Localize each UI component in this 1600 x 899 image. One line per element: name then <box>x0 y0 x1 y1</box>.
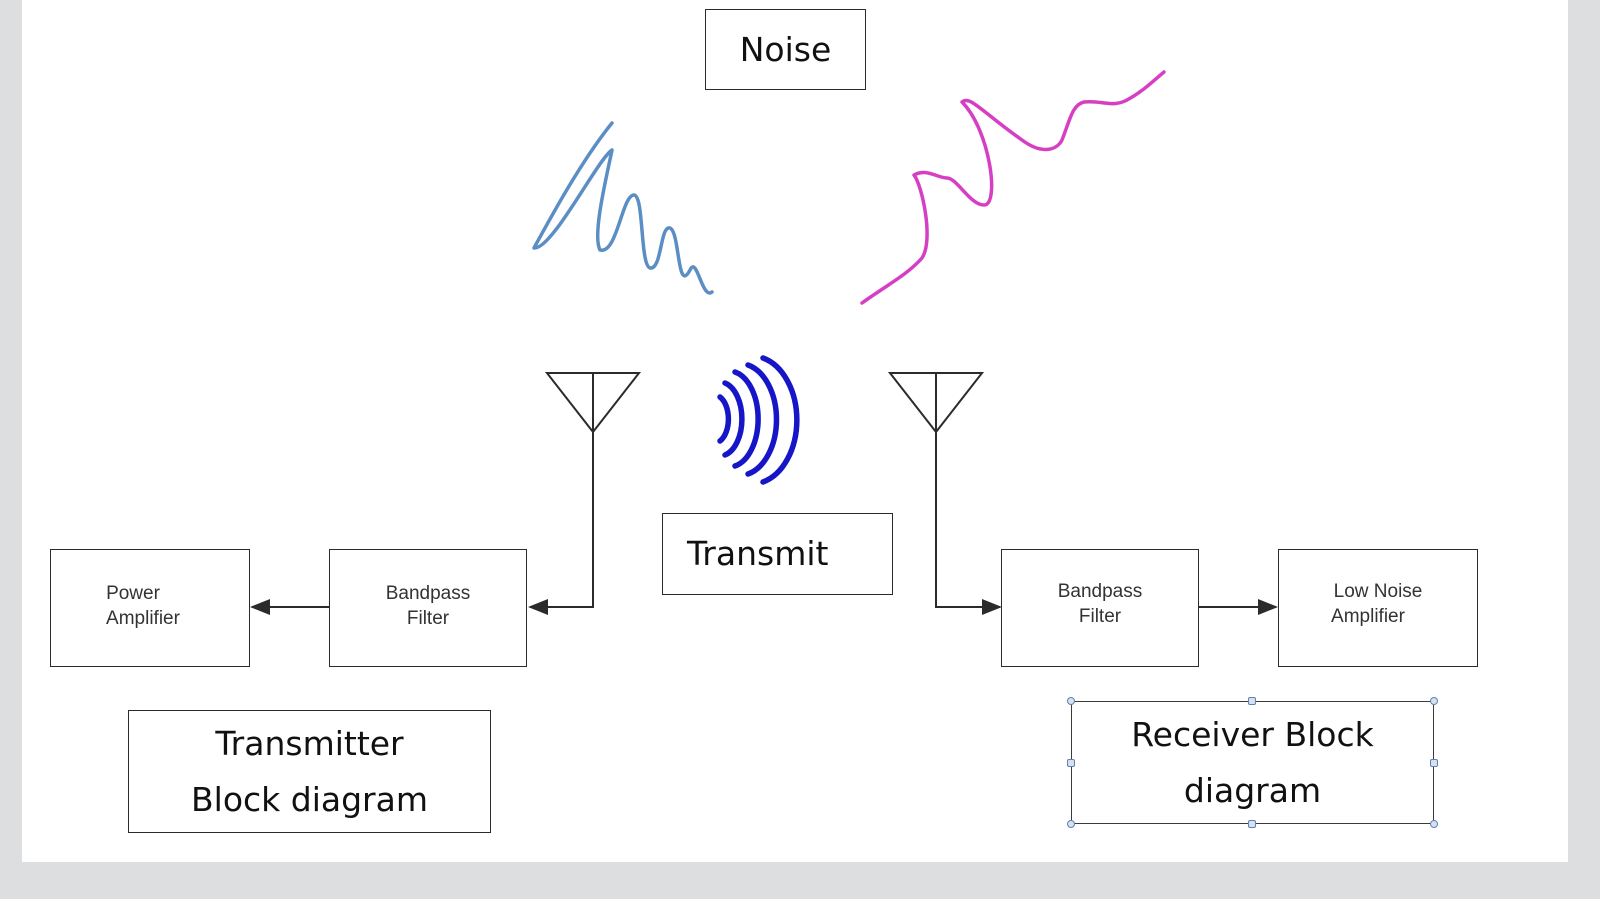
receiver-title-box[interactable]: Receiver Block diagram <box>1071 701 1434 824</box>
low-noise-amplifier-block: Low Noise Amplifier <box>1278 549 1478 667</box>
receive-antenna-icon <box>887 372 985 434</box>
transmit-label: Transmit <box>687 534 829 573</box>
tx-bandpass-filter-line-1: Bandpass <box>385 583 471 604</box>
transmit-label-box: Transmit <box>662 513 893 595</box>
power-amplifier-line-1: Power <box>106 583 160 604</box>
resize-handle-middle-left[interactable] <box>1067 759 1075 767</box>
noise-wave-left-icon <box>532 121 714 295</box>
low-noise-amplifier-line-2: Amplifier <box>1331 606 1405 627</box>
transmit-antenna-icon <box>544 372 642 434</box>
noise-label: Noise <box>739 29 832 69</box>
rx-bandpass-filter-block: Bandpass Filter <box>1001 549 1199 667</box>
slide-canvas: Noise Transmit Power Amplifier Bandpass … <box>22 0 1568 862</box>
tx-bandpass-filter-block: Bandpass Filter <box>329 549 527 667</box>
low-noise-amplifier-line-1: Low Noise <box>1333 581 1423 602</box>
tx-bandpass-filter-line-2: Filter <box>406 608 450 629</box>
receiver-title-line-1: Receiver Block <box>1131 714 1374 754</box>
resize-handle-bottom-left[interactable] <box>1067 820 1075 828</box>
transmitter-title-line-2: Block diagram <box>191 779 428 819</box>
resize-handle-bottom-right[interactable] <box>1430 820 1438 828</box>
resize-handle-middle-right[interactable] <box>1430 759 1438 767</box>
power-amplifier-line-2: Amplifier <box>106 608 180 629</box>
power-amplifier-block: Power Amplifier <box>50 549 250 667</box>
resize-handle-bottom-center[interactable] <box>1248 820 1256 828</box>
signal-waves-icon <box>717 355 800 485</box>
resize-handle-top-center[interactable] <box>1248 697 1256 705</box>
resize-handle-top-left[interactable] <box>1067 697 1075 705</box>
tx-antenna-feed-line <box>528 432 594 615</box>
rx-bandpass-filter-line-2: Filter <box>1078 606 1122 627</box>
receiver-title-line-2: diagram <box>1183 770 1322 810</box>
transmitter-title-box: Transmitter Block diagram <box>128 710 491 833</box>
transmitter-title-line-1: Transmitter <box>215 723 404 763</box>
rx-antenna-feed-line <box>935 432 1002 615</box>
rx-bandpass-filter-line-1: Bandpass <box>1057 581 1143 602</box>
resize-handle-top-right[interactable] <box>1430 697 1438 705</box>
diagram-drawing <box>250 70 1278 615</box>
noise-wave-right-icon <box>860 70 1166 305</box>
noise-label-box: Noise <box>705 9 866 90</box>
